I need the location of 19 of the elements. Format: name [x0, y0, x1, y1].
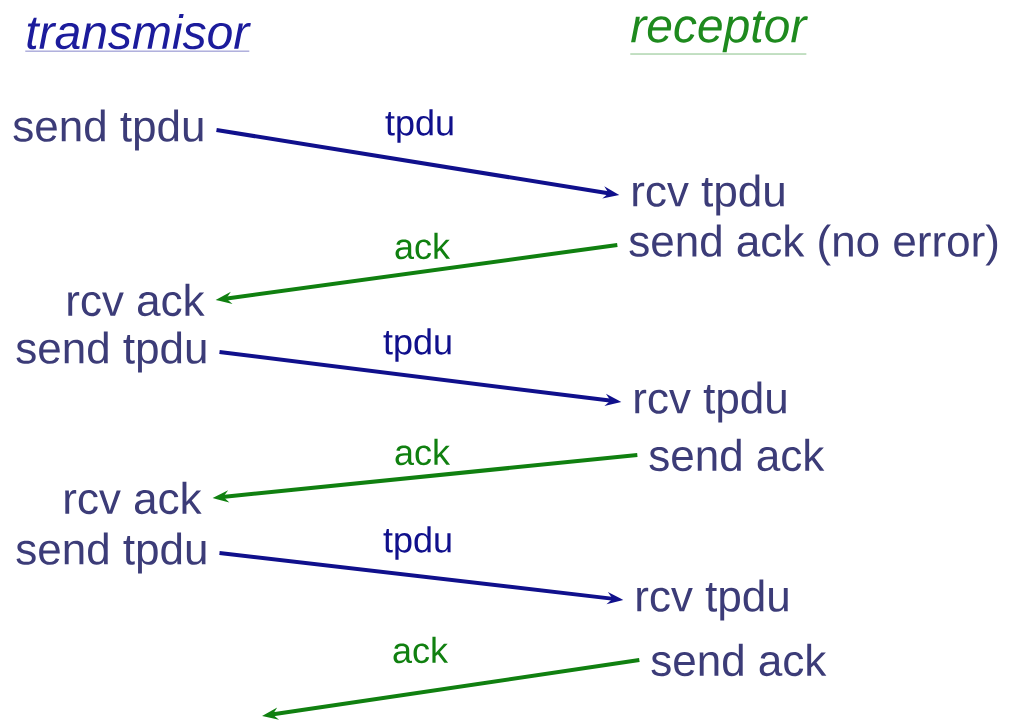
edge-label: ack: [392, 437, 452, 467]
message-text: rcv ack: [68, 283, 205, 317]
message-text: send tpdu: [13, 109, 203, 151]
message-text: send ack: [651, 643, 827, 677]
message-text: send tpdu: [16, 331, 206, 373]
message-text: send tpdu: [16, 532, 206, 574]
edge-label: tpdu: [381, 524, 455, 562]
column-heading: transmisor: [25, 14, 251, 52]
edge-label: tpdu: [381, 326, 455, 364]
edge-label: ack: [390, 635, 450, 665]
message-text: send ack (no error): [629, 224, 998, 266]
message-text: rcv tpdu: [635, 381, 786, 423]
edge-label: ack: [392, 231, 452, 261]
column-heading: receptor: [630, 11, 808, 55]
edge-label: tpdu: [383, 107, 457, 145]
message-text: send ack: [649, 438, 825, 472]
message-text: rcv tpdu: [633, 174, 784, 216]
message-text: rcv ack: [65, 481, 202, 515]
message-text: rcv tpdu: [637, 579, 788, 621]
